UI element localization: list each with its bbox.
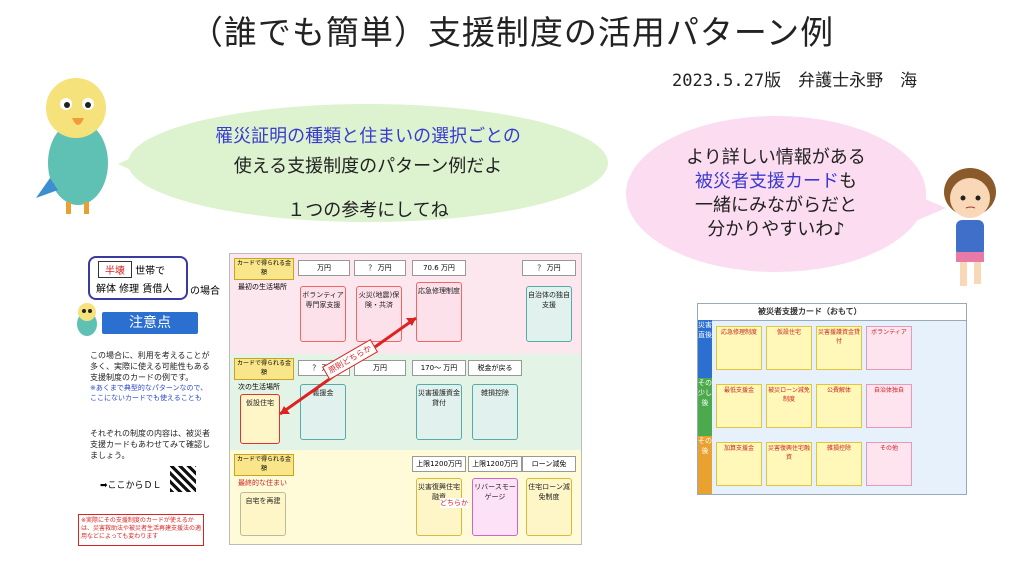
row3-amount-3: ローン減免 (522, 456, 576, 472)
rcell-2: 仮設住宅 (766, 326, 812, 370)
card-rebuild-home-label: 自宅を再建 (245, 497, 281, 505)
note-1-text: この場合に、利用を考えることが多く、実際に使える可能性もある支援制度のカードの例… (90, 351, 210, 382)
qr-code-icon[interactable] (170, 466, 196, 492)
card-volunteer[interactable]: ボランティア専門家支援 (300, 286, 346, 342)
card-casualty-deduction-label: 雑損控除 (481, 389, 509, 397)
row1-amount-1: 万円 (298, 260, 350, 276)
pattern-chart: カードで得られる金額 万円 ？ 万円 70.6 万円 ？ 万円 最初の生活場所 … (229, 253, 582, 545)
card-temporary-housing-label: 仮設住宅 (246, 399, 274, 407)
condition-suffix: 世帯で (135, 266, 166, 277)
speech-bubble-right: より詳しい情報がある 被災者支援カードも 一緒にみながらだと 分かりやすいわ♪ (626, 116, 926, 272)
support-card-header-text: 被災者支援カード（おもて） (758, 307, 862, 316)
rcell-4: ボランティア (866, 326, 912, 370)
card-reverse-mortgage[interactable]: リバースモーゲージ (472, 478, 518, 536)
side-label-3: その後 (698, 436, 712, 494)
date-author: 2023.5.27版 弁護士永野 海 (672, 71, 918, 91)
card-local-support-label: 自治体の独自支援 (528, 291, 570, 309)
rcell-3: 災害援護資金貸付 (816, 326, 862, 370)
arrow-label-either-2: どちらか (440, 498, 468, 508)
card-insurance-label: 火災(地震)保険・共済 (358, 291, 400, 309)
row2-sublabel: 次の生活場所 (238, 383, 280, 391)
card-temporary-housing[interactable]: 仮設住宅 (240, 394, 280, 444)
row2-amount-2: 万円 (354, 360, 406, 376)
row1-amount-3: 70.6 万円 (412, 260, 466, 276)
row1-amount-4: ？ 万円 (522, 260, 576, 276)
card-relief-loan[interactable]: 災害援護資金貸付 (416, 384, 462, 440)
bubble-right-line4: 分かりやすいわ♪ (707, 219, 845, 240)
card-rebuild-home[interactable]: 自宅を再建 (240, 492, 286, 536)
note-2: それぞれの制度の内容は、被災者支援カードもあわせてみて確認しましょう。 (90, 428, 214, 461)
rcell-6: 被災ローン減免制度 (766, 384, 812, 428)
bubble-left-line1: 罹災証明の種類と住まいの選択ごとの (215, 126, 521, 147)
row2-label: カードで得られる金額 (234, 358, 294, 380)
rcell-8: 自治体独自 (866, 384, 912, 428)
notice-heading: 注意点 (102, 312, 198, 334)
rcell-7: 公費解体 (816, 384, 862, 428)
parakeet-illustration (36, 68, 120, 222)
card-reverse-mortgage-label: リバースモーゲージ (474, 483, 516, 501)
note-1: この場合に、利用を考えることが多く、実際に使える可能性もある支援制度のカードの例… (90, 350, 214, 403)
girl-illustration (928, 162, 1012, 296)
card-recovery-housing-loan[interactable]: 災害復興住宅融資 (416, 478, 462, 536)
bubble-left-line2: 使える支援制度のパターン例だよ (233, 156, 503, 177)
side-label-2: その少し後 (698, 378, 712, 436)
row2-amount-3: 170～ 万円 (412, 360, 466, 376)
rcell-10: 災害復興住宅融資 (766, 442, 812, 486)
rcell-5: 最低支援金 (716, 384, 762, 428)
card-home-loan-reduction[interactable]: 住宅ローン減免制度 (526, 478, 572, 536)
side-label-1: 災害直後 (698, 320, 712, 378)
disclaimer-box: ※実際にその支援制度のカードが使えるかは、災害救助法や被災者生活再建支援法の適用… (78, 514, 204, 546)
damage-tag: 半壊 (98, 261, 132, 278)
card-donation-label: 義援金 (312, 389, 334, 397)
row2-amount-4: 税金が戻る (468, 360, 522, 376)
card-home-loan-reduction-label: 住宅ローン減免制度 (528, 483, 570, 501)
row3-sublabel: 最終的な住まい (238, 479, 287, 487)
card-relief-loan-label: 災害援護資金貸付 (418, 389, 460, 407)
card-emergency-repair[interactable]: 応急修理制度 (416, 282, 462, 342)
bubble-right-suffix: も (839, 171, 857, 192)
card-insurance[interactable]: 火災(地震)保険・共済 (356, 286, 402, 342)
row1-sublabel: 最初の生活場所 (238, 283, 287, 291)
support-card-header: 被災者支援カード（おもて） (698, 304, 966, 321)
card-recovery-housing-loan-label: 災害復興住宅融資 (418, 483, 460, 501)
bubble-right-card-name: 被災者支援カード (695, 171, 839, 192)
condition-after: の場合 (190, 286, 220, 297)
mini-bird-icon (74, 302, 100, 340)
bubble-right-line3: 一緒にみながらだと (695, 195, 857, 216)
rcell-12: その他 (866, 442, 912, 486)
arrows-overlay (279, 316, 468, 507)
condition-box: 半壊 世帯で 解体 修理 賃借人 (88, 256, 188, 300)
card-casualty-deduction[interactable]: 雑損控除 (472, 384, 518, 440)
speech-bubble-left: 罹災証明の種類と住まいの選択ごとの 使える支援制度のパターン例だよ １つの参考に… (128, 104, 608, 222)
condition-line2: 解体 修理 賃借人 (96, 284, 173, 295)
card-volunteer-label: ボランティア専門家支援 (302, 291, 344, 309)
rcell-11: 雑損控除 (816, 442, 862, 486)
rcell-1: 応急修理制度 (716, 326, 762, 370)
card-local-support[interactable]: 自治体の独自支援 (526, 286, 572, 342)
row3-label: カードで得られる金額 (234, 454, 294, 476)
row3-amount-1: 上限1200万円 (412, 456, 466, 472)
row1-amount-2: ？ 万円 (354, 260, 406, 276)
bubble-left-line3: １つの参考にしてね (287, 200, 449, 221)
support-card-thumbnail: 被災者支援カード（おもて） 災害直後 その少し後 その後 応急修理制度 仮設住宅… (697, 303, 967, 495)
rcell-9: 加算支援金 (716, 442, 762, 486)
card-emergency-repair-label: 応急修理制度 (418, 287, 460, 295)
bubble-right-line1: より詳しい情報がある (686, 147, 866, 168)
download-label[interactable]: ➡ここからＤＬ (100, 481, 162, 491)
page-title: （誰でも簡単）支援制度の活用パターン例 (189, 13, 835, 52)
note-2-text: それぞれの制度の内容は、被災者支援カードもあわせてみて確認しましょう。 (90, 429, 210, 460)
row3-amount-2: 上限1200万円 (468, 456, 522, 472)
row1-label: カードで得られる金額 (234, 258, 294, 280)
note-1-blue: ※あくまで典型的なパターンなので、ここにないカードでも使えることも (90, 384, 208, 402)
